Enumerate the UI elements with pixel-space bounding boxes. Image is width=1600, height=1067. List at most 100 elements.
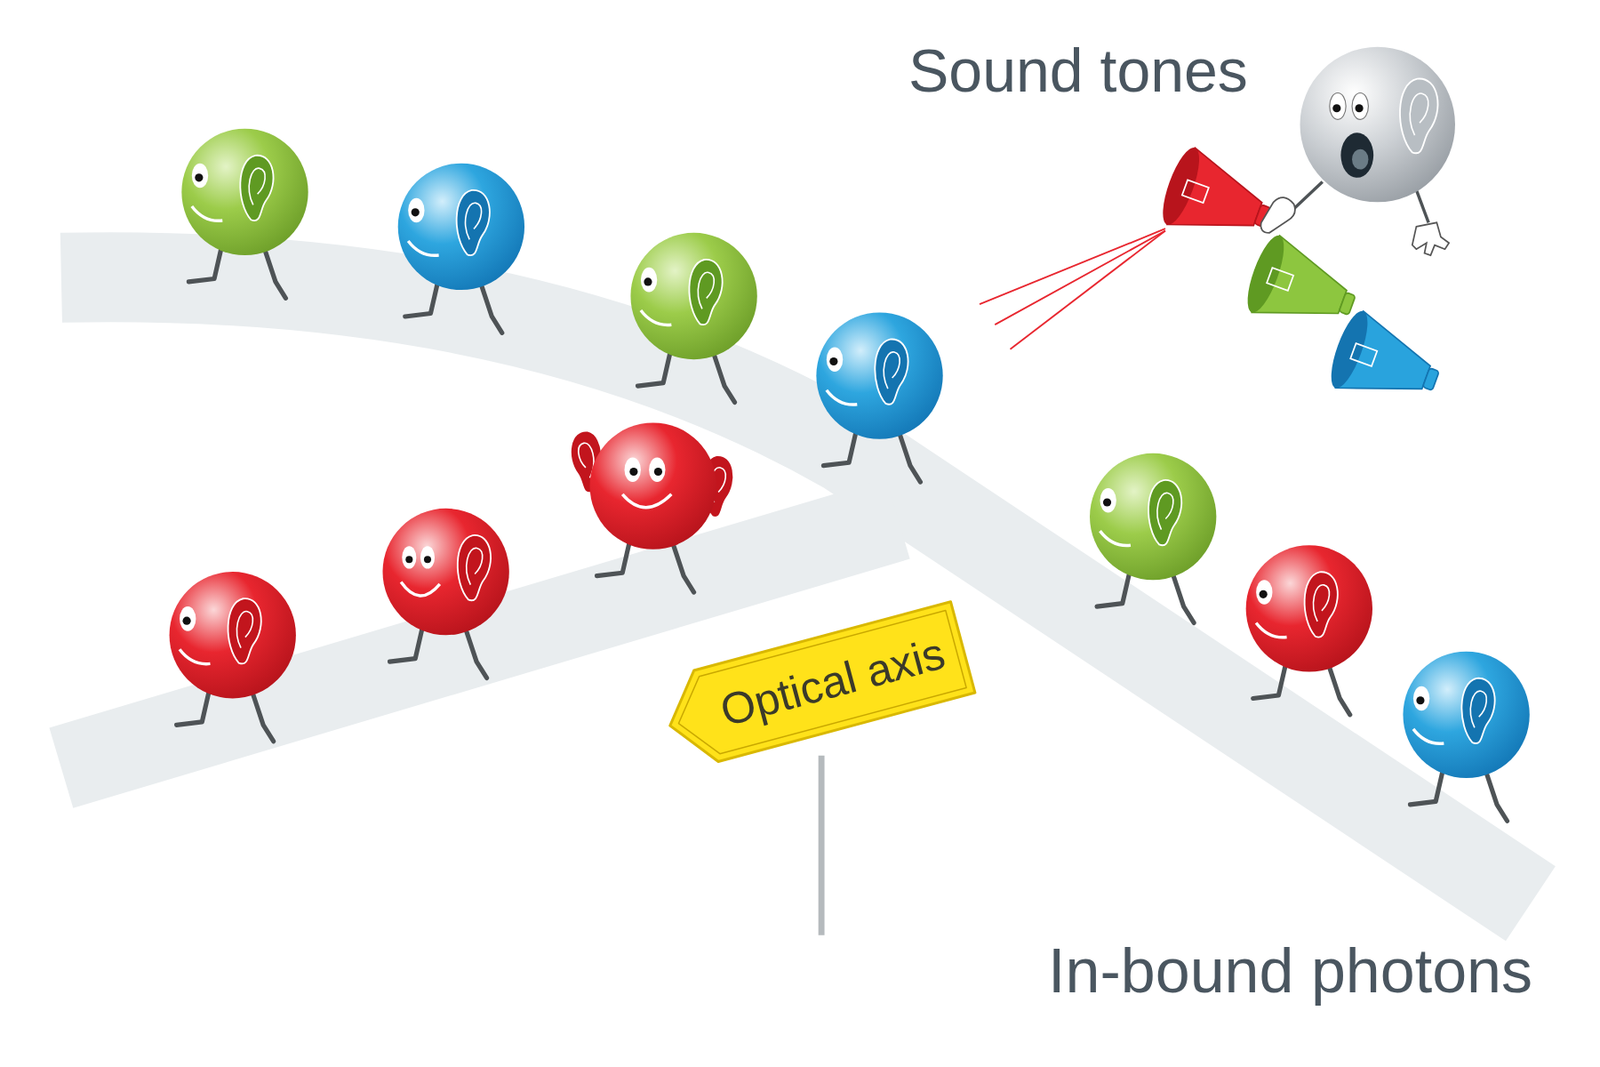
photon-body	[169, 571, 296, 698]
photon	[1089, 453, 1216, 624]
photon-body	[398, 163, 525, 290]
ear	[874, 338, 908, 404]
sign-board	[657, 601, 976, 772]
eye	[1413, 686, 1430, 712]
mouth	[1340, 132, 1374, 178]
handle	[1338, 292, 1356, 316]
photon	[570, 422, 734, 592]
ear-line	[1313, 584, 1330, 622]
ear	[1304, 571, 1338, 637]
eye	[640, 267, 657, 293]
ear	[240, 155, 273, 221]
eye	[826, 346, 843, 372]
photon	[181, 128, 308, 299]
ear-line	[466, 547, 483, 584]
ear-line	[1157, 492, 1174, 529]
leg	[1171, 569, 1194, 624]
pupil	[194, 173, 203, 182]
photon-body	[590, 422, 717, 549]
ear	[228, 598, 262, 664]
megaphone	[1155, 143, 1281, 256]
photon	[630, 232, 757, 403]
photon-body	[630, 232, 757, 360]
pupil	[1332, 104, 1341, 112]
smile	[1100, 530, 1131, 545]
eye	[1352, 92, 1368, 120]
pupil	[1103, 497, 1112, 506]
smile	[622, 494, 672, 508]
ear	[1148, 480, 1182, 545]
smile	[192, 206, 223, 221]
eye	[408, 198, 424, 224]
eye	[624, 456, 641, 482]
mouth-inner	[1352, 149, 1368, 170]
smile	[179, 648, 210, 664]
photon	[1246, 544, 1373, 715]
ear-line	[697, 272, 714, 309]
pupil	[643, 277, 652, 286]
photon	[398, 163, 525, 334]
photon-body	[382, 508, 509, 635]
ear-line	[883, 352, 900, 389]
road	[61, 277, 1531, 904]
ear-line	[1409, 93, 1428, 136]
leg	[897, 428, 920, 482]
eye	[648, 456, 665, 482]
leg	[480, 280, 503, 334]
pupil	[1354, 104, 1363, 112]
glove	[1260, 197, 1295, 233]
signpost: Optical axis	[655, 599, 977, 774]
ear	[1400, 79, 1439, 154]
ear-line	[465, 202, 482, 240]
photon	[816, 312, 943, 482]
leg	[464, 624, 487, 679]
smile	[826, 390, 857, 405]
leg	[250, 688, 273, 742]
sign-post	[818, 755, 825, 936]
eye	[420, 545, 435, 568]
horn-line	[1182, 179, 1209, 203]
leg	[712, 349, 735, 403]
horn-mouth	[1323, 306, 1375, 392]
pupil	[405, 555, 413, 563]
horn-mouth	[1240, 231, 1291, 317]
sound-beam	[979, 228, 1166, 350]
leg	[263, 245, 286, 299]
smile	[400, 582, 440, 597]
speaker-body	[1300, 47, 1456, 203]
pupil	[424, 555, 432, 563]
glove	[1412, 222, 1449, 256]
pupil	[654, 467, 663, 476]
ear	[688, 259, 722, 325]
photon-body	[181, 128, 308, 256]
horn-mouth	[1155, 143, 1207, 229]
photon	[1402, 651, 1529, 822]
eye	[1329, 92, 1346, 120]
photon-body	[1402, 651, 1529, 778]
eye	[1100, 488, 1117, 513]
photon-body	[1246, 544, 1373, 672]
handle	[1422, 368, 1440, 392]
photon-body	[1089, 453, 1216, 580]
pupil	[1416, 696, 1424, 704]
leg	[671, 538, 694, 592]
eye	[1256, 579, 1272, 605]
arm	[1416, 190, 1429, 224]
pupil	[182, 616, 191, 625]
ear-line	[1470, 690, 1487, 728]
ear	[1461, 678, 1495, 744]
leg	[1327, 661, 1350, 715]
pupil	[629, 467, 638, 476]
leg	[1484, 768, 1507, 822]
caption-label: Sound tones	[908, 35, 1248, 105]
photon	[169, 571, 296, 742]
eye	[401, 545, 416, 568]
ear-line	[248, 168, 265, 205]
smile	[1256, 622, 1287, 637]
eye	[179, 606, 196, 632]
smile	[408, 240, 439, 256]
eye	[192, 163, 208, 189]
photon-body	[816, 312, 943, 439]
megaphone	[1323, 306, 1449, 419]
